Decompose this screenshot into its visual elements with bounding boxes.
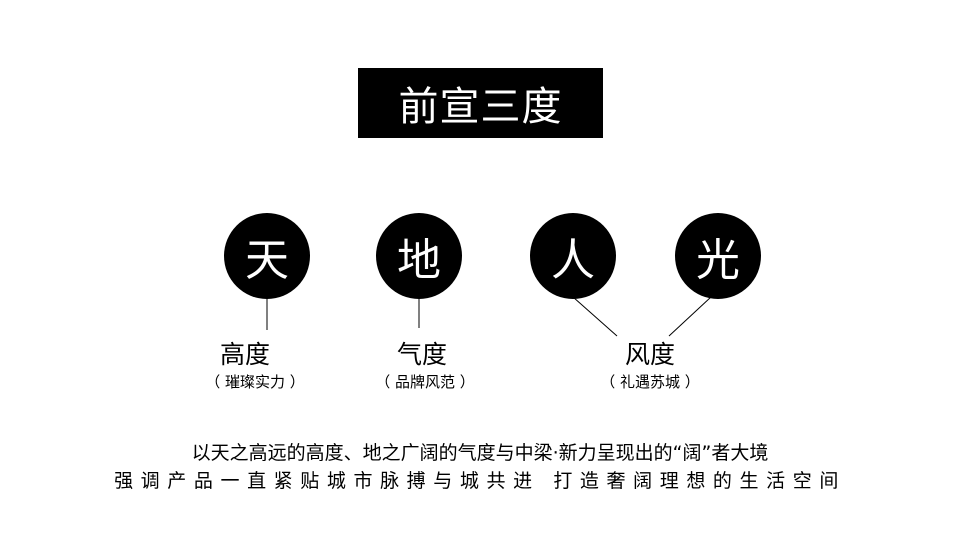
page-title: 前宣三度	[398, 84, 563, 130]
circle-guang: 光	[675, 213, 761, 299]
sublabel-gaodu: （ 璀璨实力 ）	[205, 373, 305, 391]
title-banner: 前宣三度	[358, 68, 603, 138]
circle-char: 人	[551, 235, 595, 286]
circle-char: 光	[696, 235, 740, 286]
circle-char: 地	[397, 235, 441, 286]
circle-tian: 天	[224, 213, 310, 299]
circle-ren: 人	[530, 213, 616, 299]
label-gaodu: 高度	[219, 340, 270, 369]
circle-char: 天	[245, 235, 289, 286]
connector-ren	[572, 296, 618, 337]
sublabel-qidu: （ 品牌风范 ）	[375, 373, 475, 391]
label-qidu: 气度	[396, 340, 447, 369]
connector-guang	[668, 296, 712, 337]
sublabel-fengdu: （ 礼遇苏城 ）	[600, 373, 700, 391]
body-line-1: 以天之高远的高度、地之广阔的气度与中梁·新力呈现出的“阔”者大境	[191, 442, 769, 464]
body-line-2: 强调产品一直紧贴城市脉搏与城共进 打造奢阔理想的生活空间	[114, 470, 846, 492]
label-fengdu: 风度	[624, 340, 675, 369]
circle-di: 地	[376, 213, 462, 299]
